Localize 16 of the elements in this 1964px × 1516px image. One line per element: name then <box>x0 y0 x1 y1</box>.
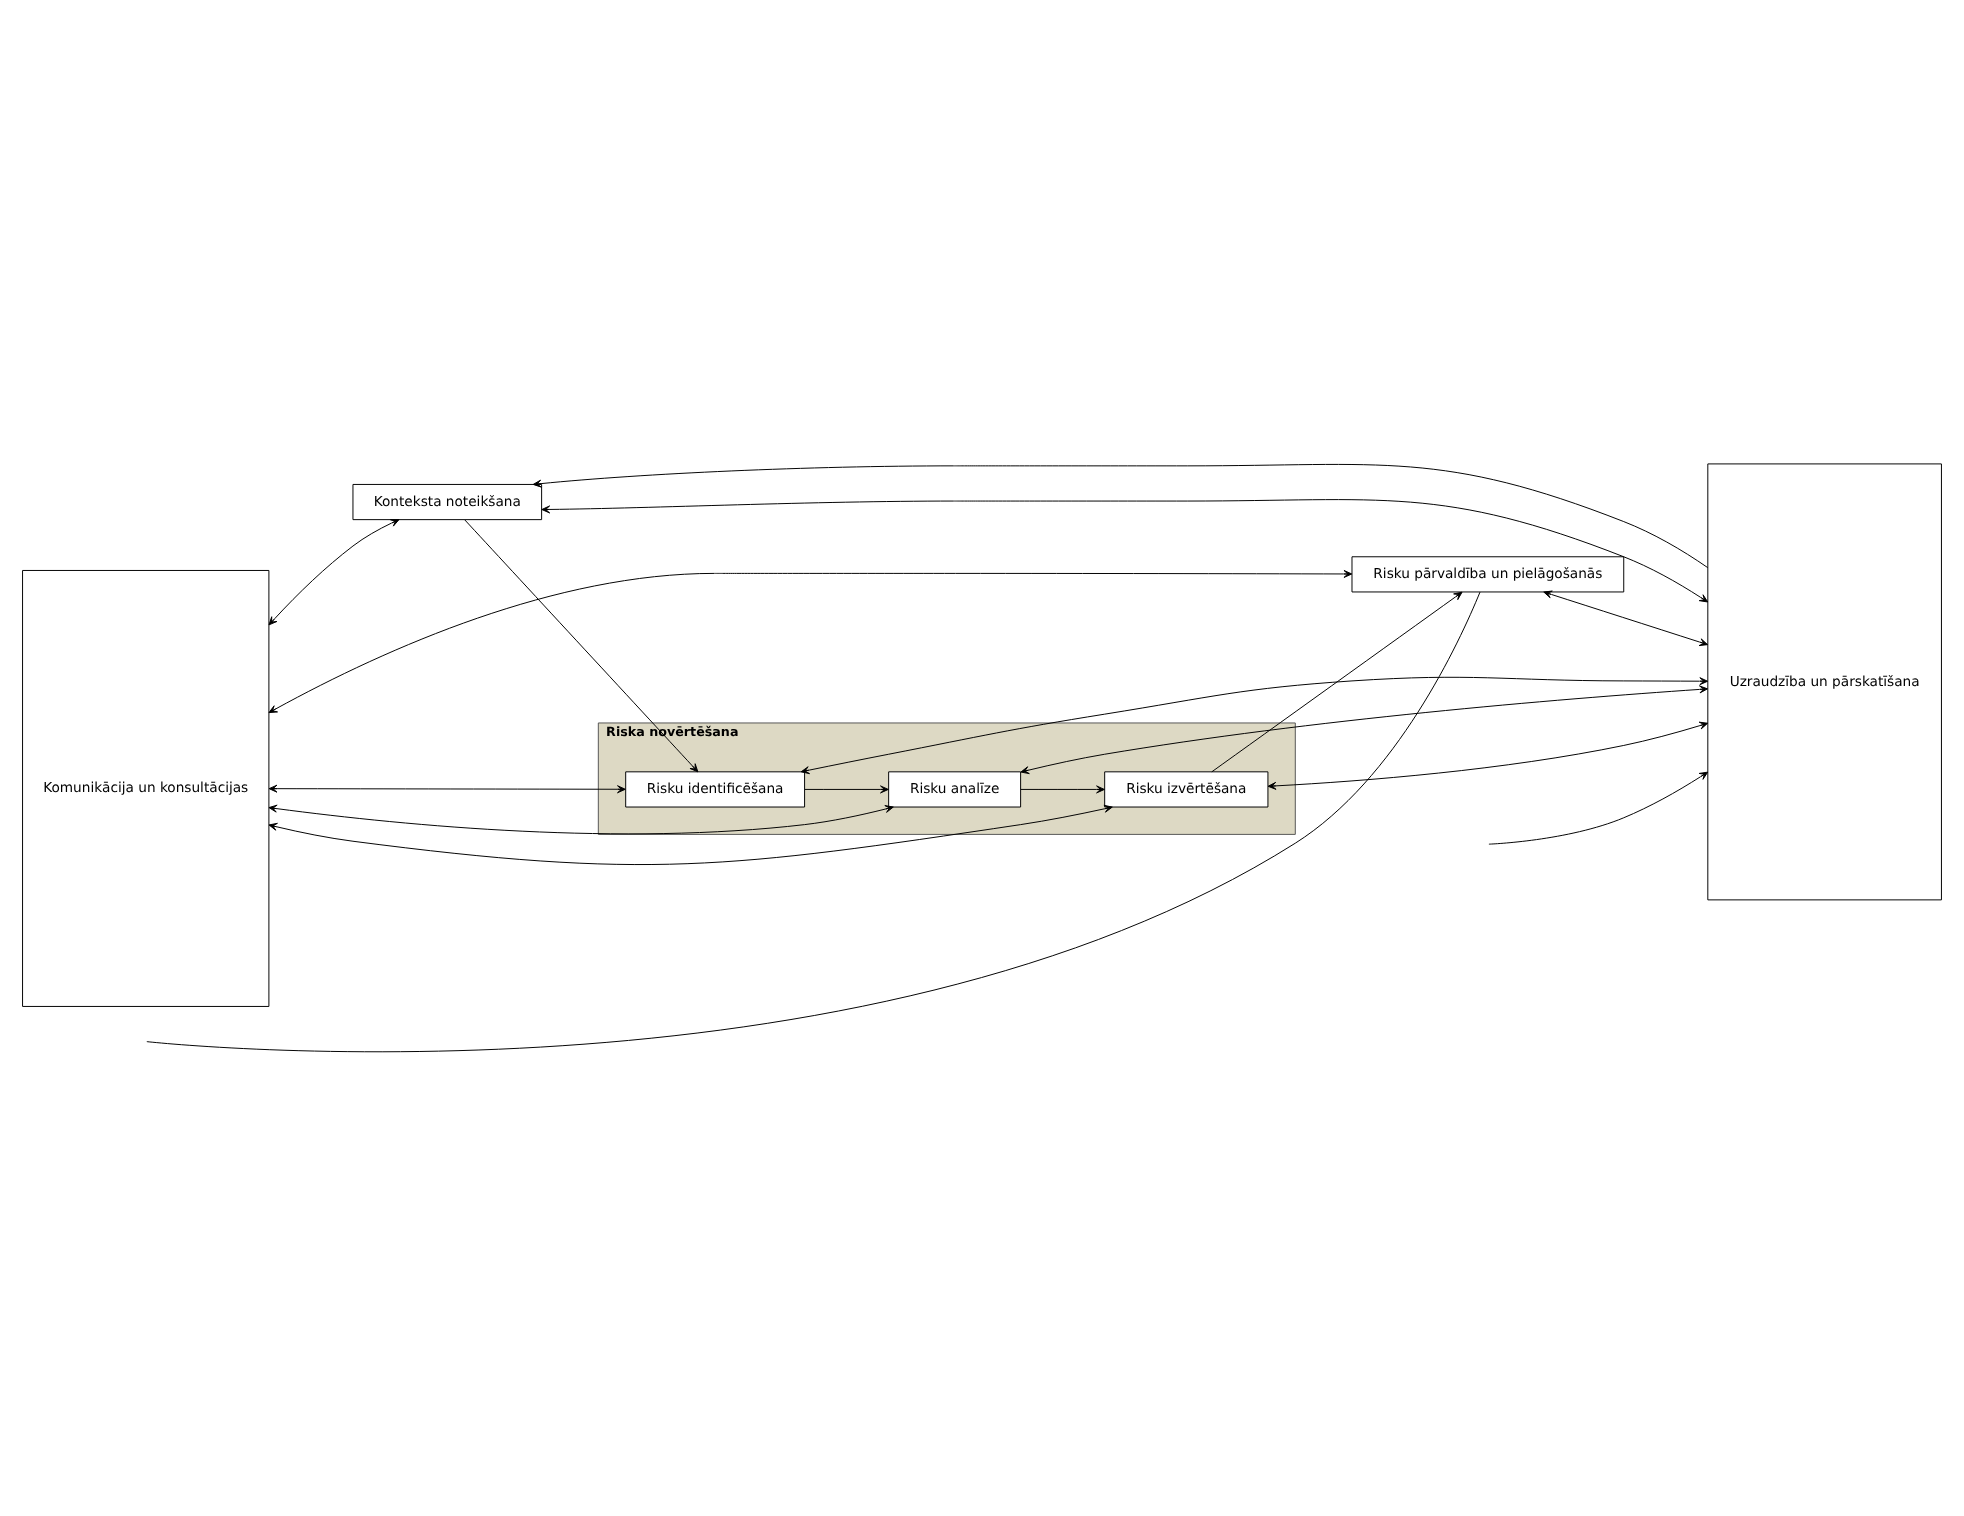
arrow <box>541 499 1709 603</box>
arrow <box>1020 785 1105 794</box>
arrow <box>268 519 400 626</box>
arrow <box>804 785 889 794</box>
arrow <box>268 569 1353 714</box>
arrow <box>464 519 699 773</box>
arrow <box>532 463 1709 569</box>
arrow <box>1543 590 1709 647</box>
arrow <box>800 676 1709 775</box>
arrow <box>268 784 626 794</box>
arrow <box>268 804 1113 866</box>
arrow <box>1267 721 1709 790</box>
arrow <box>268 804 894 835</box>
connector <box>146 591 1481 1053</box>
arrow <box>1211 591 1463 773</box>
arrow <box>1020 685 1708 775</box>
